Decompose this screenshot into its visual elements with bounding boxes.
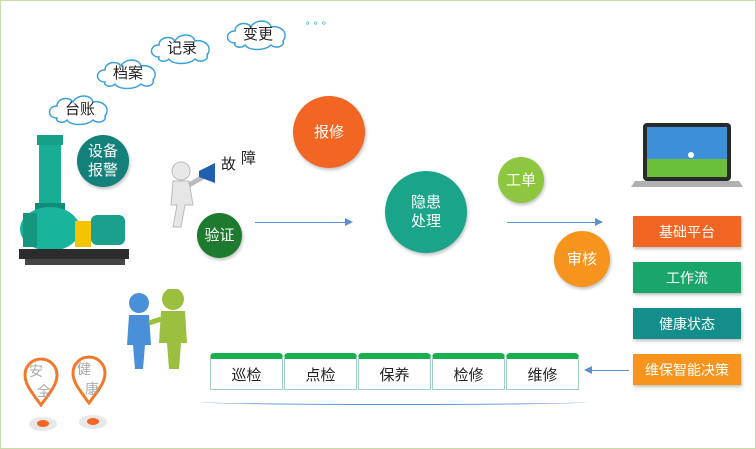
- safety-tag: 安 全: [23, 357, 59, 408]
- work-order-label: 工单: [505, 170, 536, 189]
- cloud-label: 台账: [64, 99, 95, 118]
- base-dot: [87, 418, 99, 425]
- fault-text-1: 故: [221, 155, 237, 173]
- arrow-head-icon: [345, 218, 353, 226]
- health-text-1: 健: [77, 362, 91, 378]
- arrow-line: [507, 222, 597, 223]
- health-text-2: 康: [85, 382, 99, 398]
- arrow-head-icon: [595, 218, 603, 226]
- cloud-label: 记录: [166, 38, 197, 57]
- fault-text-2: 障: [241, 149, 257, 167]
- step-overhaul: 检修: [432, 353, 505, 390]
- safety-text-1: 安: [29, 364, 43, 380]
- map-pin-icon: [23, 357, 59, 408]
- cloud-label: 档案: [112, 63, 143, 82]
- laptop-icon: [631, 121, 743, 191]
- step-inspection: 巡检: [210, 353, 283, 390]
- step-spot-check: 点检: [284, 353, 357, 390]
- hazard-handling-node: 隐患 处理: [385, 171, 467, 253]
- hazard-text-2: 处理: [410, 212, 441, 230]
- cloud-label: 变更: [242, 24, 273, 43]
- health-base: [79, 415, 107, 429]
- cloud-shape-icon: [96, 59, 156, 90]
- cloud-ledger: 台账: [45, 90, 115, 126]
- step-repair: 维修: [506, 353, 579, 390]
- repair-report-label: 报修: [313, 122, 344, 141]
- cloud-record: 记录: [147, 29, 217, 65]
- arrow-line: [591, 370, 629, 371]
- arrow-line: [255, 222, 347, 223]
- cloud-ellipsis: ° ° °: [305, 21, 327, 32]
- cloud-archive: 档案: [93, 54, 163, 90]
- cloud-shape-icon: [48, 95, 108, 126]
- health-tag: 健 康: [71, 355, 107, 406]
- safety-text-2: 全: [37, 384, 51, 400]
- base-dot: [37, 420, 49, 427]
- pump-equipment-icon: [15, 129, 135, 279]
- audit-label: 审核: [566, 249, 597, 268]
- work-order-node: 工单: [498, 157, 544, 203]
- verify-node: 验证: [197, 213, 242, 258]
- person-megaphone-icon: [159, 157, 219, 229]
- hazard-text-1: 隐患: [410, 193, 441, 212]
- cloud-shape-icon: [226, 20, 286, 51]
- verify-label: 验证: [204, 226, 235, 245]
- equipment-alarm-text-1: 设备: [87, 142, 118, 161]
- equipment-alarm-node: 设备 报警: [77, 135, 129, 187]
- repair-report-node: 报修: [293, 96, 365, 168]
- cloud-shape-icon: [150, 34, 210, 65]
- map-pin-icon: [71, 355, 107, 406]
- maintenance-decision-box: 维保智能决策: [633, 354, 741, 385]
- cloud-change: 变更: [223, 15, 293, 51]
- health-status-box: 健康状态: [633, 308, 741, 339]
- arrow-head-icon: [584, 366, 592, 374]
- equipment-alarm-text-2: 报警: [87, 161, 118, 179]
- audit-node: 审核: [554, 231, 610, 287]
- workflow-box: 工作流: [633, 262, 741, 293]
- two-people-icon: [119, 288, 199, 371]
- basic-platform-box: 基础平台: [633, 216, 741, 247]
- safety-base: [29, 417, 57, 431]
- steps-underline: [201, 399, 587, 405]
- step-maintenance: 保养: [358, 353, 431, 390]
